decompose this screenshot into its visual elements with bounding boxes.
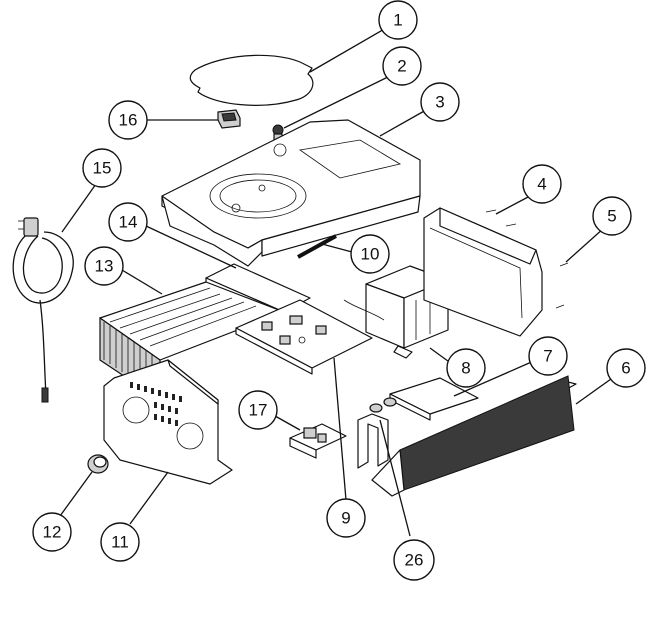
callout-6: 6 xyxy=(606,348,646,388)
callout-9-label: 9 xyxy=(341,509,350,528)
callout-17: 17 xyxy=(238,390,278,430)
callout-26-label: 26 xyxy=(405,551,424,570)
leader-lines xyxy=(59,27,619,537)
part-6-long-heatsink xyxy=(371,375,577,497)
part-10-rod xyxy=(297,234,337,259)
callout-7-label: 7 xyxy=(543,347,552,366)
callout-2-label: 2 xyxy=(397,57,406,76)
callout-16-label: 16 xyxy=(119,111,138,130)
callout-5: 5 xyxy=(592,196,632,236)
callout-4: 4 xyxy=(522,164,562,204)
callout-8: 8 xyxy=(446,348,486,388)
callout-15-label: 15 xyxy=(93,159,112,178)
part-17-small-board xyxy=(289,423,347,459)
part-26-u-bracket xyxy=(357,397,397,469)
callout-7: 7 xyxy=(528,336,568,376)
callout-13: 13 xyxy=(84,246,124,286)
part-3-top-housing xyxy=(161,119,421,267)
callout-10: 10 xyxy=(350,234,390,274)
callout-6-label: 6 xyxy=(621,359,630,378)
callout-16: 16 xyxy=(108,100,148,140)
callout-9: 9 xyxy=(326,498,366,538)
callout-26: 26 xyxy=(393,539,435,581)
callout-3: 3 xyxy=(420,82,460,122)
part-4-end-cap xyxy=(423,207,543,337)
callout-15: 15 xyxy=(82,148,122,188)
callout-12-label: 12 xyxy=(43,523,62,542)
callout-8-label: 8 xyxy=(461,359,470,378)
callout-14: 14 xyxy=(108,202,148,242)
callout-3-label: 3 xyxy=(435,93,444,112)
callout-14-label: 14 xyxy=(119,213,138,232)
part-11-front-panel xyxy=(103,359,233,485)
part-9-circuit-board xyxy=(235,299,373,375)
callout-12: 12 xyxy=(32,512,72,552)
callout-1: 1 xyxy=(378,0,418,40)
callout-1-label: 1 xyxy=(393,11,402,30)
callout-5-label: 5 xyxy=(607,207,616,226)
part-5-screw xyxy=(555,262,569,309)
callout-17-label: 17 xyxy=(249,401,268,420)
part-16-rocker-switch xyxy=(217,109,241,129)
part-12-knob xyxy=(87,454,109,474)
callout-11: 11 xyxy=(100,522,140,562)
callout-10-label: 10 xyxy=(361,245,380,264)
part-15-power-cord xyxy=(12,217,74,403)
callout-11-label: 11 xyxy=(111,533,129,552)
callout-4-label: 4 xyxy=(537,175,546,194)
callout-13-label: 13 xyxy=(95,257,114,276)
part-7-mounting-bracket xyxy=(389,377,479,421)
part-1-cover-plate xyxy=(189,54,314,106)
callout-2: 2 xyxy=(382,46,422,86)
